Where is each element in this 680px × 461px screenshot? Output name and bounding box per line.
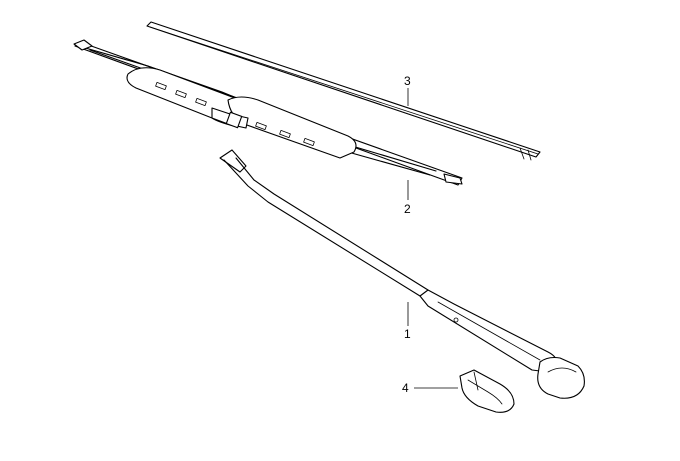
cover-cap-part xyxy=(459,369,515,413)
callout-3: 3 xyxy=(404,74,411,88)
wiper-arm-part xyxy=(219,149,585,399)
callout-2: 2 xyxy=(404,202,411,216)
callout-1: 1 xyxy=(404,327,411,341)
wiper-rubber-part xyxy=(146,21,541,161)
callout-4: 4 xyxy=(402,381,409,395)
wiper-blade-part xyxy=(73,39,463,186)
